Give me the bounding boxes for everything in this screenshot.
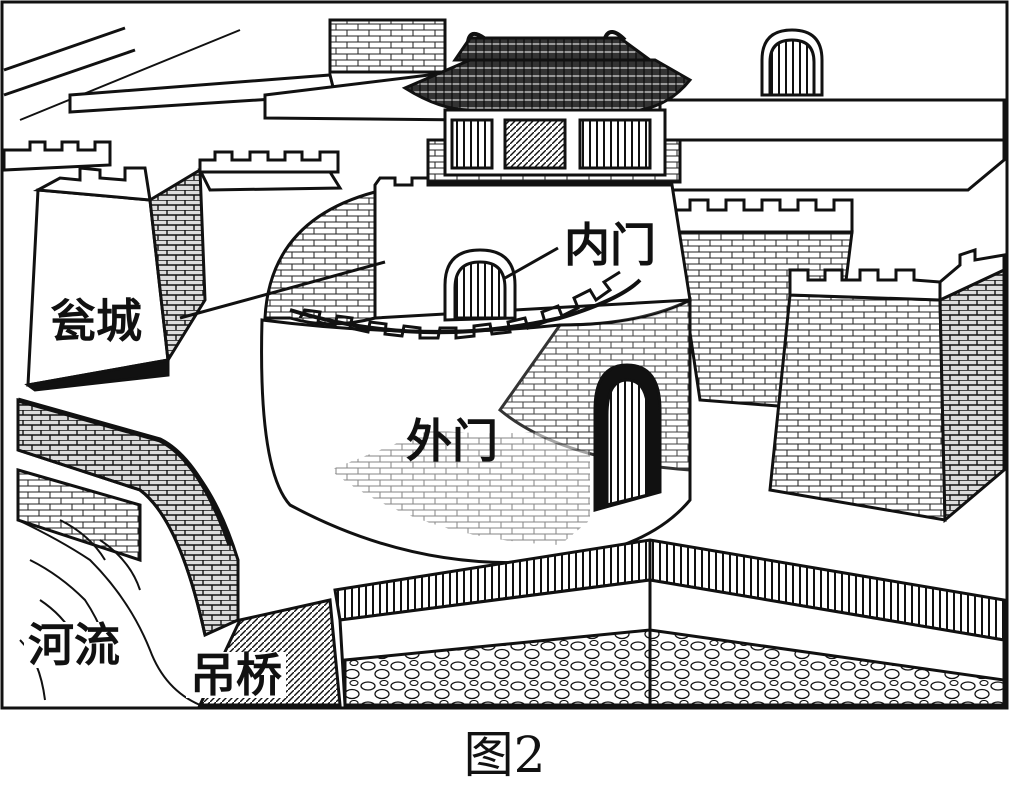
barbican <box>260 176 692 565</box>
label-neimen: 内门 <box>560 222 660 268</box>
tower-right <box>768 247 1006 524</box>
figure-caption: 图2 <box>463 726 546 784</box>
label-diaoqiao: 吊桥 <box>186 652 286 698</box>
label-wengcheng: 瓮城 <box>46 298 146 344</box>
leader-wengcheng <box>179 260 386 320</box>
leader-neimen <box>504 246 559 280</box>
label-waimen: 外门 <box>406 414 498 468</box>
label-heliu: 河流 <box>24 622 124 668</box>
front-wall <box>333 538 1006 707</box>
leader-lines <box>179 246 559 320</box>
left-wall <box>16 397 240 638</box>
gate-tower <box>401 30 693 184</box>
